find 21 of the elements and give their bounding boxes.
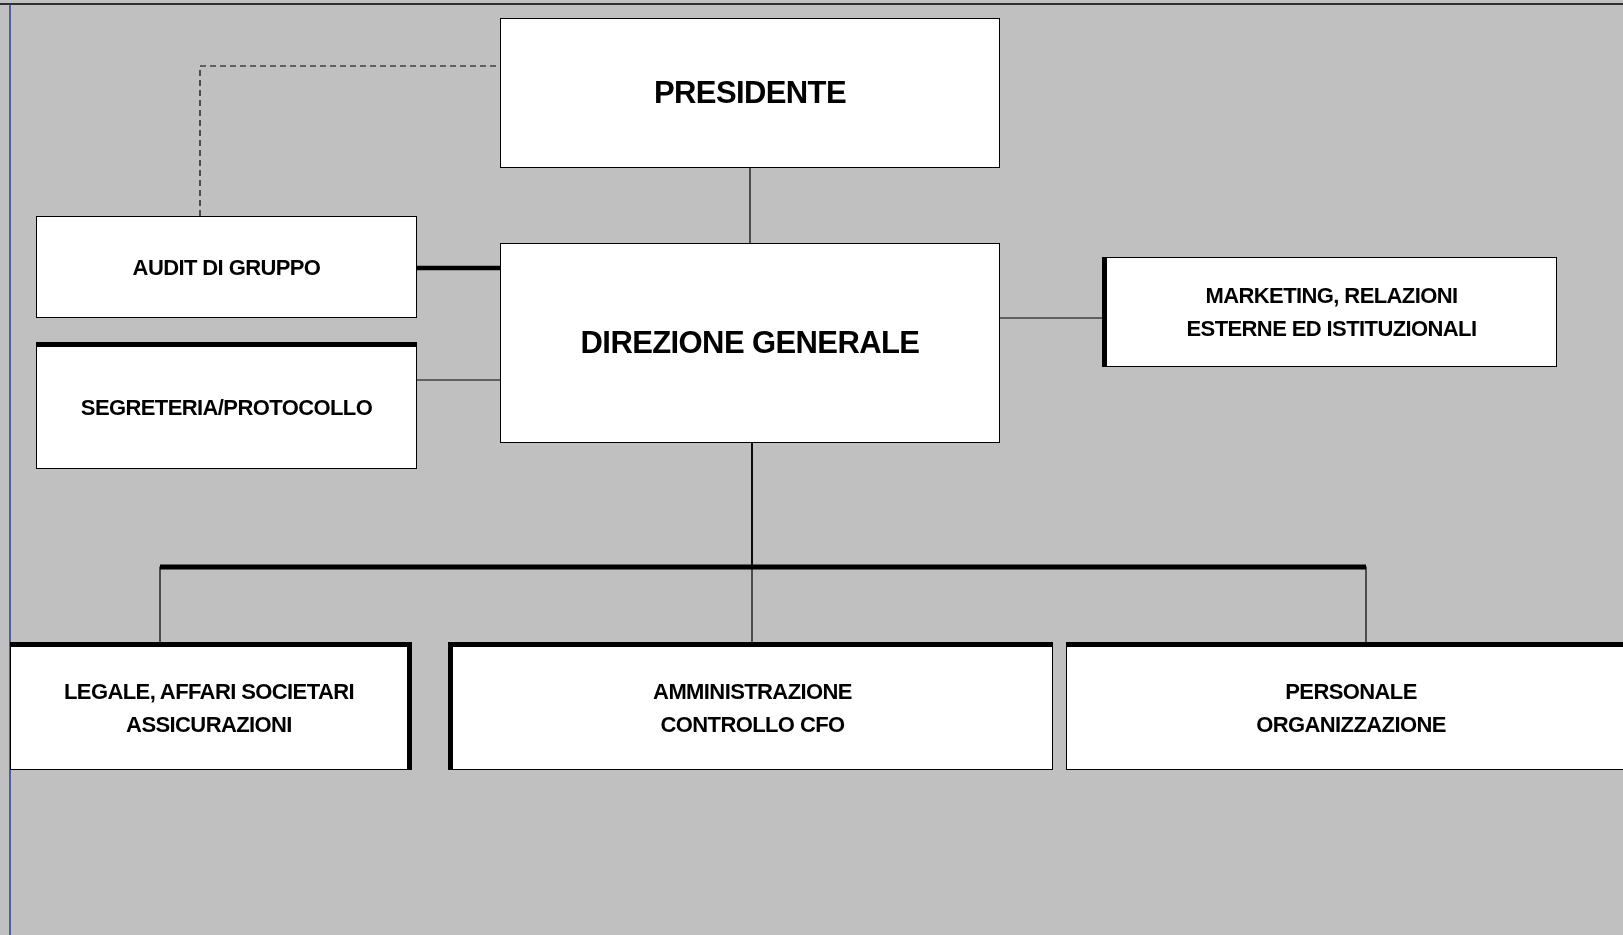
unit-label: DIREZIONE GENERALE (580, 323, 920, 362)
connector-line (417, 265, 500, 271)
connector-line (749, 167, 751, 244)
connector-line (999, 317, 1103, 319)
connector-line (751, 442, 1367, 643)
unit-label: PERSONALE ORGANIZZAZIONE (1255, 678, 1447, 739)
org-box (448, 642, 1053, 770)
org-box (500, 18, 1000, 168)
org-box (10, 642, 412, 770)
org-box (1102, 257, 1557, 367)
unit-label: MARKETING, RELAZIONI ESTERNE ED ISTITUZIONALI (1185, 282, 1478, 343)
unit-label: AUDIT DI GRUPPO (132, 253, 321, 282)
org-box (36, 342, 417, 469)
unit-label: AMMINISTRAZIONE CONTROLLO CFO (652, 678, 853, 739)
unit-label: LEGALE, AFFARI SOCIETARI ASSICURAZIONI (63, 678, 355, 739)
org-box (1066, 642, 1623, 770)
org-box (36, 216, 417, 318)
org-box (500, 243, 1000, 443)
unit-label: SEGRETERIA/PROTOCOLLO (80, 394, 373, 422)
connector-line (416, 379, 501, 381)
unit-label: PRESIDENTE (653, 73, 847, 112)
